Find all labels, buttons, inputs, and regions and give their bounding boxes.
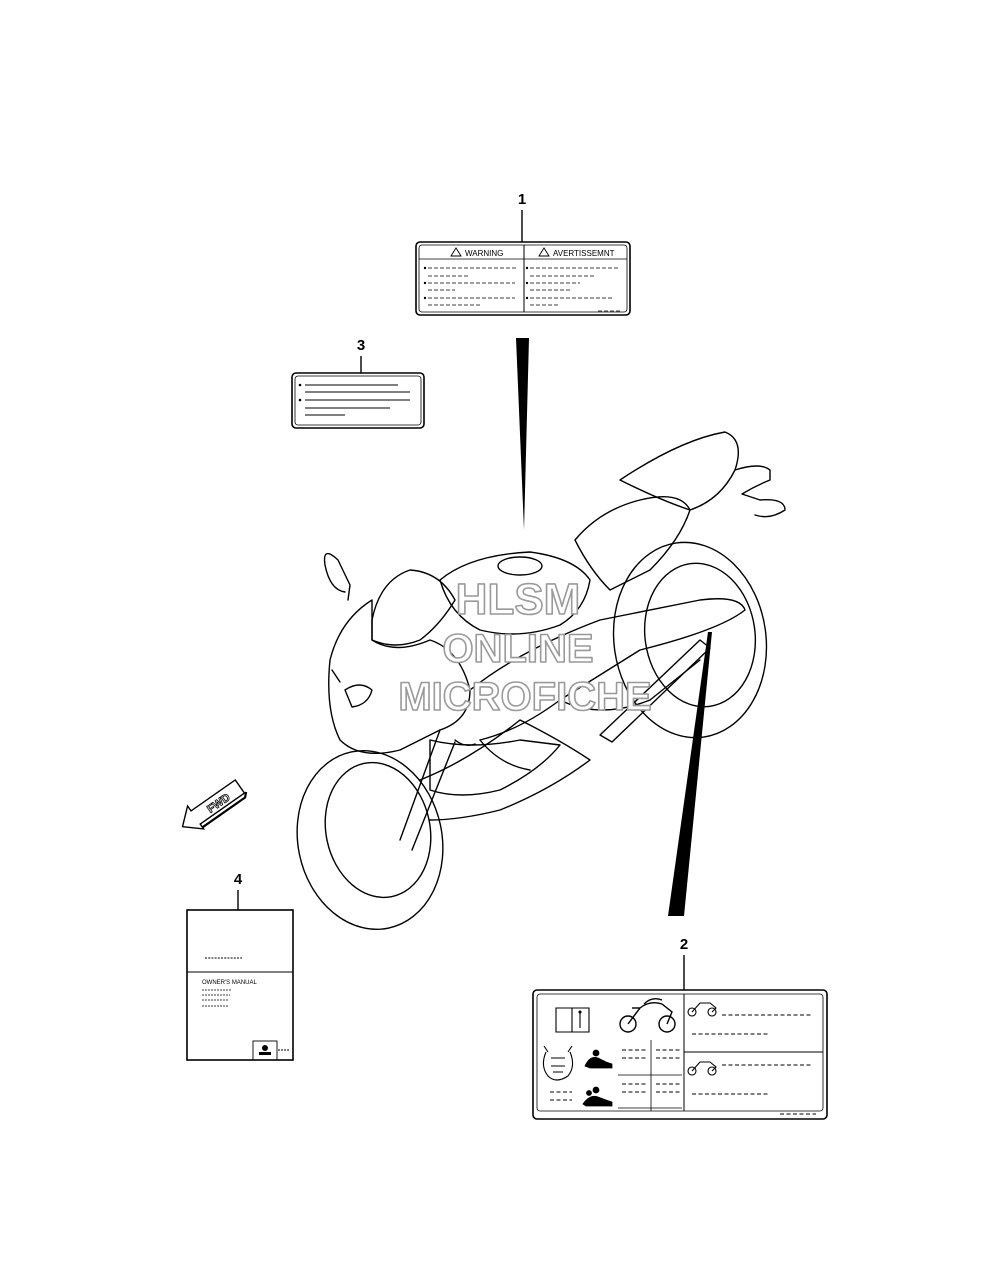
watermark-line3: MICROFICHE — [398, 675, 651, 719]
warning-triangle-icon — [538, 247, 550, 257]
watermark-line2: ONLINE — [442, 627, 593, 671]
warning-triangle-icon — [450, 247, 462, 257]
seat — [574, 496, 691, 591]
part-1-warning-label[interactable]: 1 WARNING AVERTISSEMNT — [415, 191, 631, 316]
callout-number-4: 4 — [234, 871, 243, 888]
callout-number-2: 2 — [680, 936, 688, 953]
fwd-arrow: FWD — [181, 778, 248, 830]
windscreen — [371, 569, 456, 646]
callout-number-1: 1 — [518, 191, 526, 208]
motorcycle-icon — [619, 997, 676, 1033]
mirror — [323, 552, 351, 601]
fuel-tank — [439, 551, 591, 635]
front-wheel — [296, 750, 444, 930]
watermark: HLSM ONLINE MICROFICHE — [398, 574, 653, 720]
owners-manual-title: OWNER'S MANUAL — [202, 980, 257, 986]
rider-icon — [584, 1049, 613, 1069]
small-motorcycle-icon — [687, 1002, 717, 1017]
callout-number-3: 3 — [357, 337, 365, 354]
frame — [469, 598, 746, 741]
lower-fairing — [429, 739, 561, 796]
avertissement-heading: AVERTISSEMNT — [553, 249, 615, 258]
front-fork — [399, 729, 456, 851]
rear-wheel — [612, 541, 768, 739]
book-icon — [555, 1007, 590, 1033]
leader-line-2 — [668, 632, 712, 916]
tire-pressure-icon — [542, 1045, 574, 1081]
warning-heading: WARNING — [465, 249, 503, 258]
tail — [619, 431, 739, 511]
motorcycle-drawing — [296, 431, 786, 930]
watermark-line1: HLSM — [456, 575, 581, 624]
part-4-owners-manual[interactable]: 4 OWNER'S MANUAL — [186, 871, 294, 1061]
brand-logo-icon — [262, 1045, 268, 1051]
rider-passenger-icon — [582, 1086, 613, 1107]
part-3-info-label[interactable]: 3 — [291, 337, 425, 429]
small-motorcycle-icon — [687, 1061, 717, 1076]
leader-line-1 — [516, 338, 529, 530]
part-2-tire-info-label[interactable]: 2 — [532, 936, 828, 1120]
